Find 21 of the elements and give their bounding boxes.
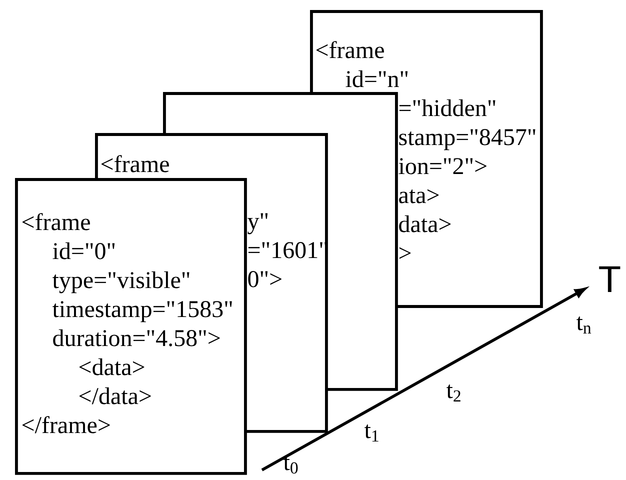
code-line: data> [399, 215, 451, 232]
code-line: timestamp="1583" [52, 301, 232, 322]
code-line: duration="4.58"> [53, 329, 220, 346]
code-line: y" [248, 213, 268, 234]
code-line: type="visible" [52, 271, 190, 294]
axis-label: T [599, 266, 620, 292]
code-line: ion="2"> [398, 158, 486, 174]
code-line: id="0" [52, 242, 115, 260]
code-line: > [399, 247, 411, 259]
code-line: <frame [22, 213, 90, 230]
code-line: ="hidden" [399, 99, 496, 116]
code-line: stamp="8457" [399, 129, 536, 150]
code-line: 0"> [248, 271, 282, 288]
code-line: id="n" [346, 70, 408, 88]
code-line: </data> [79, 387, 151, 404]
code-line: <frame [101, 155, 169, 172]
code-line: <frame [316, 41, 384, 58]
code-line: </frame> [22, 416, 110, 434]
code-line: ="1601" [248, 242, 327, 258]
code-line: <data> [79, 358, 144, 376]
code-line: ata> [399, 189, 439, 204]
